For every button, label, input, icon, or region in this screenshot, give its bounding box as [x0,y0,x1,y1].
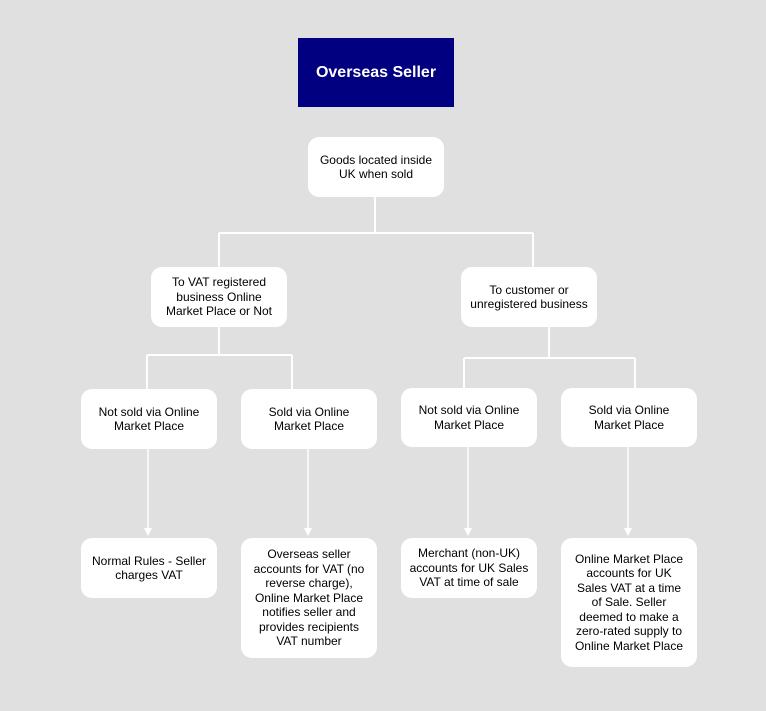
connector-customer-branch [463,327,636,388]
node-normal-rules: Normal Rules - Seller charges VAT [81,538,217,598]
connector-root [218,197,534,267]
node-omp-accounts: Online Market Place accounts for UK Sale… [561,538,697,667]
node-cust-not-sold-omp: Not sold via Online Market Place [401,388,537,447]
node-root: Goods located inside UK when sold [308,137,444,197]
node-customer-unregistered: To customer or unregistered business [461,267,597,327]
node-vat-registered: To VAT registered business Online Market… [151,267,287,327]
node-vat-sold-omp: Sold via Online Market Place [241,389,377,449]
node-cust-sold-omp: Sold via Online Market Place [561,388,697,447]
node-vat-not-sold-omp: Not sold via Online Market Place [81,389,217,449]
title-box: Overseas Seller [298,38,454,107]
connector-vat-branch [146,327,293,389]
node-merchant-accounts: Merchant (non-UK) accounts for UK Sales … [401,538,537,598]
node-seller-accounts: Overseas seller accounts for VAT (no rev… [241,538,377,658]
